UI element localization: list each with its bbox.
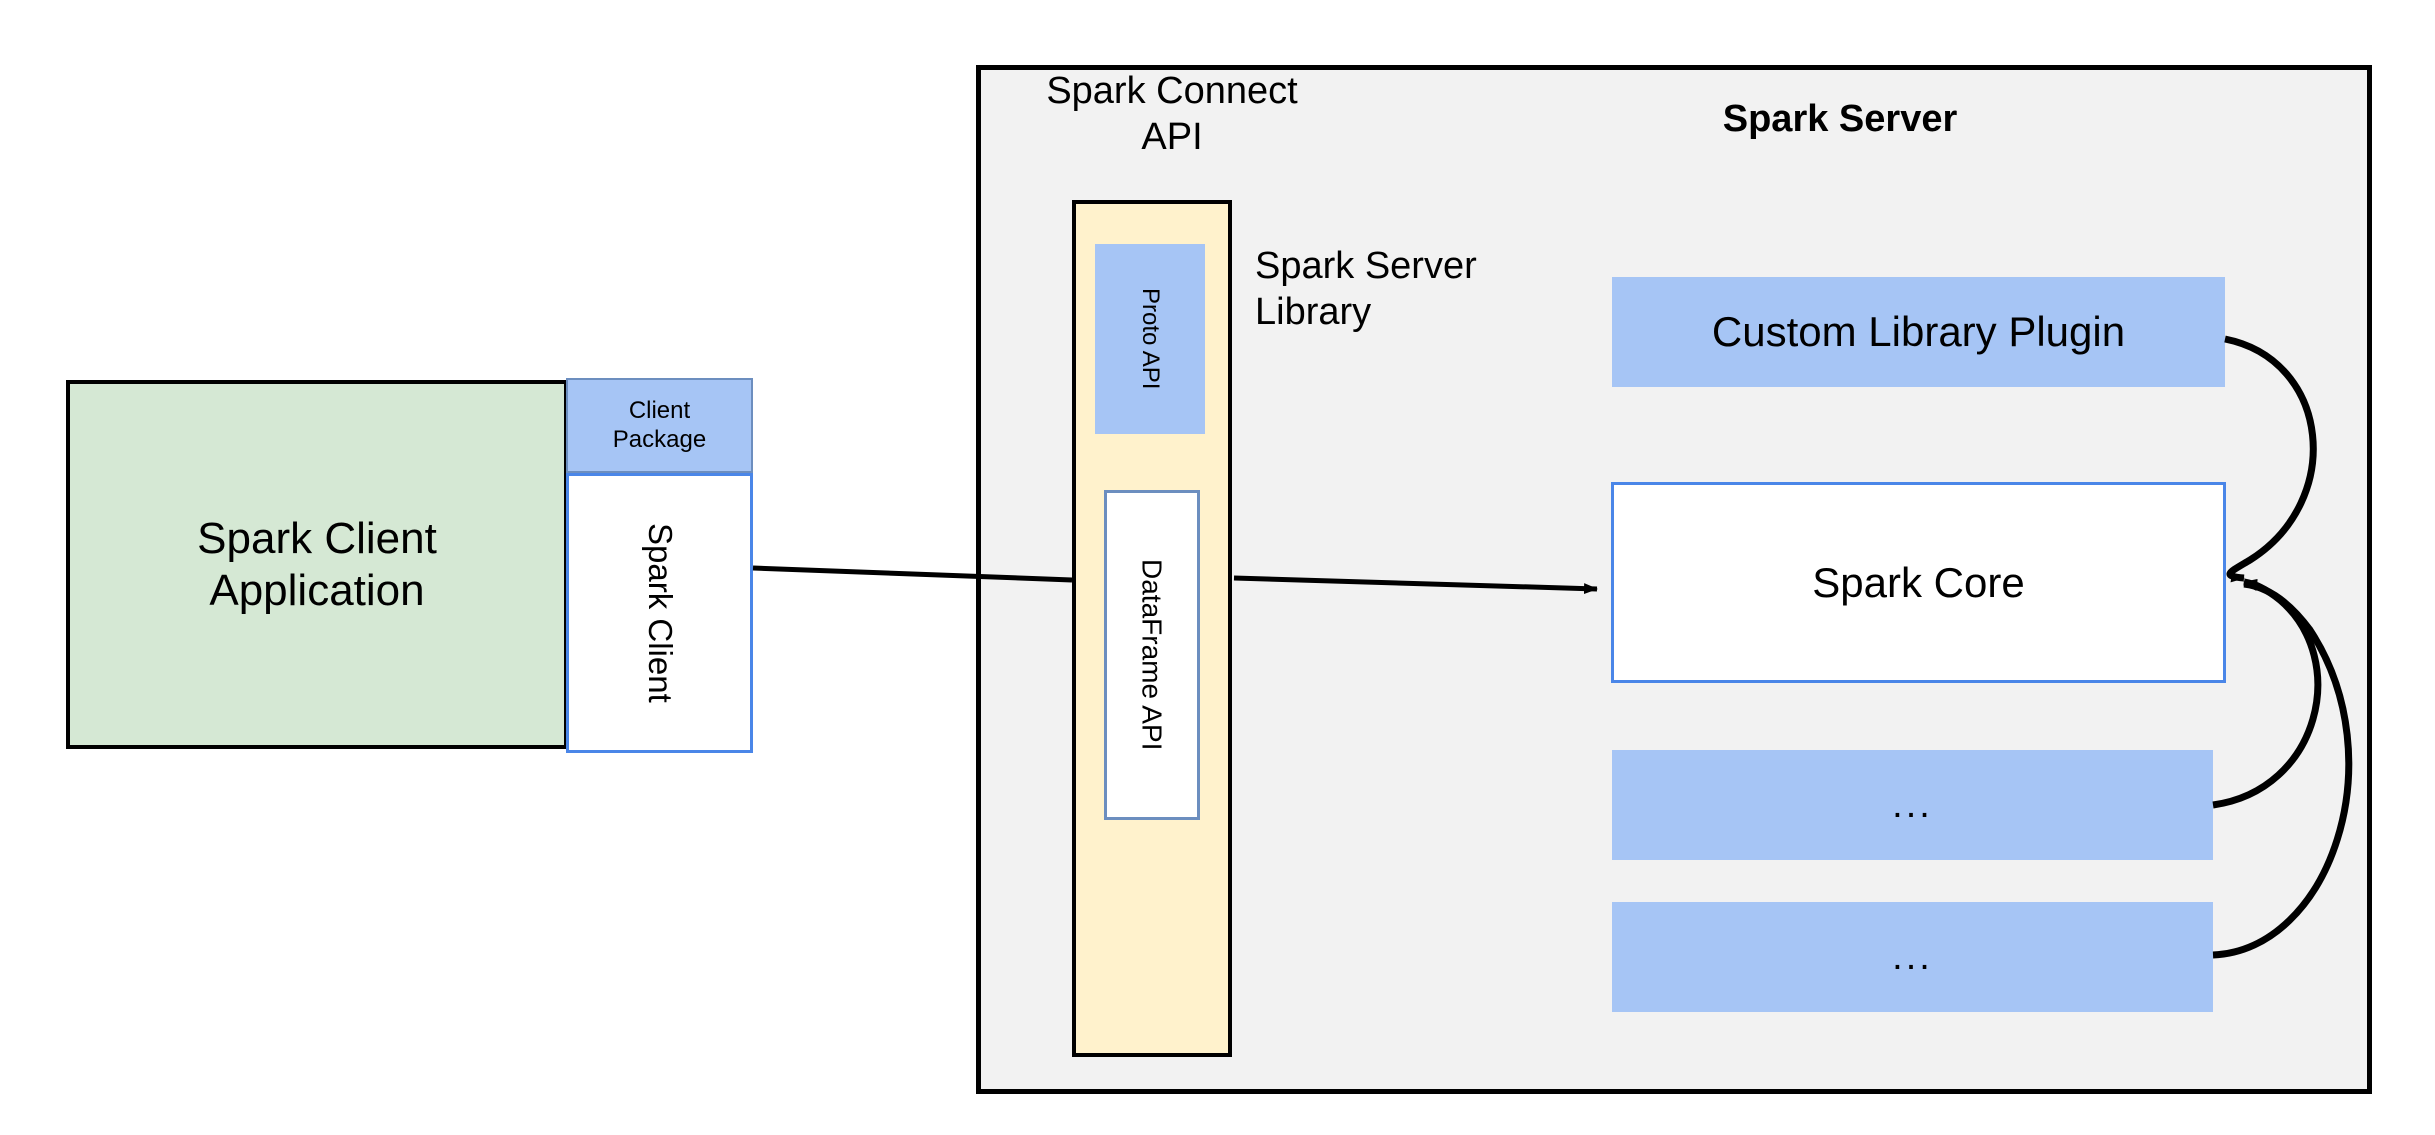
spark-client-label: Spark Client — [641, 523, 679, 703]
proto-api-box[interactable]: Proto API — [1095, 244, 1205, 434]
dataframe-api-box[interactable]: DataFrame API — [1104, 490, 1200, 820]
spark-client-application-box[interactable]: Spark Client Application — [66, 380, 568, 749]
spark-server-title: Spark Server — [1722, 98, 1958, 140]
spark-client-application-label: Spark Client Application — [197, 513, 437, 615]
ellipsis-box-2-label: ... — [1892, 935, 1933, 978]
custom-library-plugin-box[interactable]: Custom Library Plugin — [1612, 277, 2225, 387]
spark-core-box[interactable]: Spark Core — [1611, 482, 2226, 683]
ellipsis-box-1-label: ... — [1892, 783, 1933, 826]
client-package-box[interactable]: Client Package — [566, 378, 753, 473]
proto-api-label: Proto API — [1137, 288, 1165, 390]
ellipsis-box-1[interactable]: ... — [1612, 750, 2213, 860]
spark-core-label: Spark Core — [1812, 558, 2025, 606]
client-package-label: Client Package — [612, 397, 707, 453]
ellipsis-box-2[interactable]: ... — [1612, 902, 2213, 1012]
custom-library-plugin-label: Custom Library Plugin — [1711, 308, 2126, 356]
spark-server-library-label: Spark Server Library — [1255, 245, 1477, 334]
dataframe-api-label: DataFrame API — [1136, 559, 1168, 751]
spark-connect-api-label: Spark Connect API — [1046, 70, 1298, 159]
spark-client-box[interactable]: Spark Client — [566, 473, 753, 753]
